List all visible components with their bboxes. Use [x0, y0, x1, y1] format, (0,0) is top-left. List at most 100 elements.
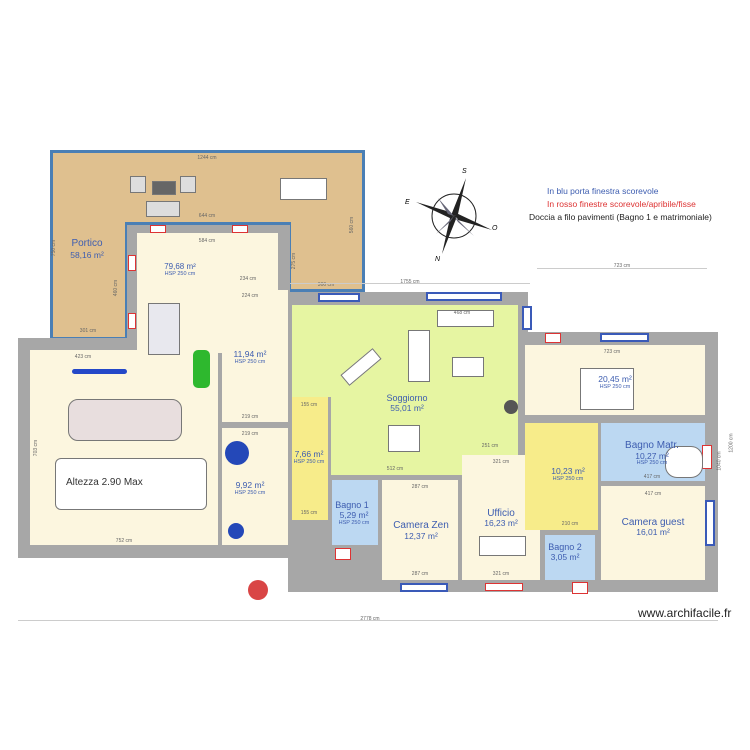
dim-321a: 321 cm [492, 459, 510, 465]
dim-321b: 321 cm [492, 571, 510, 577]
room-1194 [222, 290, 288, 422]
dim-468: 468 cm [453, 310, 471, 316]
dim-423: 423 cm [74, 354, 92, 360]
motorcycle-icon [72, 369, 127, 374]
dim-584: 584 cm [198, 238, 216, 244]
dim-644: 644 cm [198, 213, 216, 219]
legend-red-note: In rosso finestre scorevole/apribile/fis… [547, 199, 696, 209]
portico-inner-edge [125, 222, 291, 225]
camera-zen-area: 12,37 m² [404, 531, 438, 541]
hall-766 [292, 397, 328, 520]
hall-1023 [525, 423, 598, 530]
bagno-2 [545, 535, 595, 580]
blue-window [318, 293, 360, 302]
red-window [545, 333, 561, 343]
van [55, 458, 207, 510]
ufficio-name: Ufficio [487, 508, 515, 519]
bagno-matr-name: Bagno Matr. [625, 440, 679, 451]
dim-2778: 2778 cm [360, 616, 380, 622]
dim-234: 234 cm [239, 276, 257, 282]
dim-300: 300 cm [317, 282, 335, 288]
trailer [148, 303, 180, 355]
portico-left [50, 222, 128, 340]
dim-219a: 219 cm [241, 414, 259, 420]
master-area: 20,45 m² [598, 374, 632, 384]
dim-line-723 [537, 268, 707, 269]
watermark: www.archifacile.fr [638, 606, 732, 620]
compass-rose-icon [416, 178, 492, 254]
coffee-table [452, 357, 484, 377]
compass-e: E [405, 199, 410, 206]
camera-guest [601, 486, 705, 580]
bagno-matr-area: 10,27 m² [635, 451, 669, 461]
fireplace [504, 400, 518, 414]
dim-155b: 155 cm [300, 510, 318, 516]
portico-area: 58,16 m² [70, 250, 104, 260]
dim-line-2778 [18, 620, 718, 621]
desk [479, 536, 526, 556]
dim-1755: 1755 cm [400, 279, 420, 285]
dim-1200: 1200 cm [728, 433, 735, 453]
dim-line-1755 [290, 283, 530, 284]
portico-name: Portico [71, 238, 103, 249]
hall-766-hsp: HSP 250 cm [293, 459, 325, 465]
dim-287a: 287 cm [411, 484, 429, 490]
dim-417a: 417 cm [643, 474, 661, 480]
coffee-table [152, 181, 176, 195]
bagno-1-area: 5,29 m² [339, 510, 369, 520]
blue-window [522, 306, 532, 330]
red-window [335, 548, 351, 560]
bagno-1 [332, 480, 378, 545]
bathtub [665, 446, 703, 478]
blue-tank [225, 441, 249, 465]
room-992-area: 9,92 m² [235, 480, 265, 490]
master-hsp: HSP 250 cm [599, 384, 631, 390]
camera-guest-name: Camera guest [621, 517, 685, 528]
garage-height-note: Altezza 2.90 Max [66, 477, 143, 488]
compass-w: O [492, 225, 498, 232]
dim-275: 275 cm [291, 252, 298, 270]
dining-table [388, 425, 420, 452]
hall-766-area: 7,66 m² [294, 449, 324, 459]
dim-460: 460 cm [113, 279, 120, 297]
dim-210: 210 cm [561, 521, 579, 527]
bagno-2-name: Bagno 2 [548, 542, 582, 552]
dim-703: 703 cm [33, 439, 40, 457]
camera-zen [382, 480, 458, 580]
legend-blue-note: In blu porta finestra scorevole [547, 186, 659, 196]
car [68, 399, 182, 441]
dim-750: 750 cm [51, 239, 58, 257]
red-window [128, 313, 136, 329]
blue-tank [228, 523, 244, 539]
dim-723-top: 723 cm [613, 263, 631, 269]
room-1194-hsp: HSP 250 cm [234, 359, 266, 365]
dim-723: 723 cm [603, 349, 621, 355]
room-1194-area: 11,94 m² [233, 349, 267, 359]
sofa [437, 310, 494, 327]
dim-219b: 219 cm [241, 431, 259, 437]
armchair [180, 176, 196, 193]
red-marker [248, 580, 268, 600]
dim-512: 512 cm [386, 466, 404, 472]
blue-window [705, 500, 715, 546]
soggiorno-name: Soggiorno [386, 393, 428, 403]
legend-shower-note: Doccia a filo pavimenti (Bagno 1 e matri… [529, 212, 712, 222]
garage [30, 350, 218, 545]
hall-1023-hsp: HSP 250 cm [552, 476, 584, 482]
ufficio-area: 16,23 m² [484, 518, 518, 528]
blue-window [426, 292, 502, 301]
garage-hsp: HSP 250 cm [164, 271, 196, 277]
red-window [232, 225, 248, 233]
dim-155a: 155 cm [300, 402, 318, 408]
dim-1040: 1040 cm [716, 451, 723, 471]
camera-zen-name: Camera Zen [393, 520, 449, 531]
bagno-1-hsp: HSP 250 cm [338, 520, 370, 526]
sofa [408, 330, 430, 382]
dim-1244: 1244 cm [197, 155, 217, 161]
bagno-1-name: Bagno 1 [335, 500, 369, 510]
red-window [572, 582, 588, 594]
room-992-hsp: HSP 250 cm [234, 490, 266, 496]
soggiorno-area: 55,01 m² [390, 403, 424, 413]
dim-251: 251 cm [481, 443, 499, 449]
red-window [150, 225, 166, 233]
